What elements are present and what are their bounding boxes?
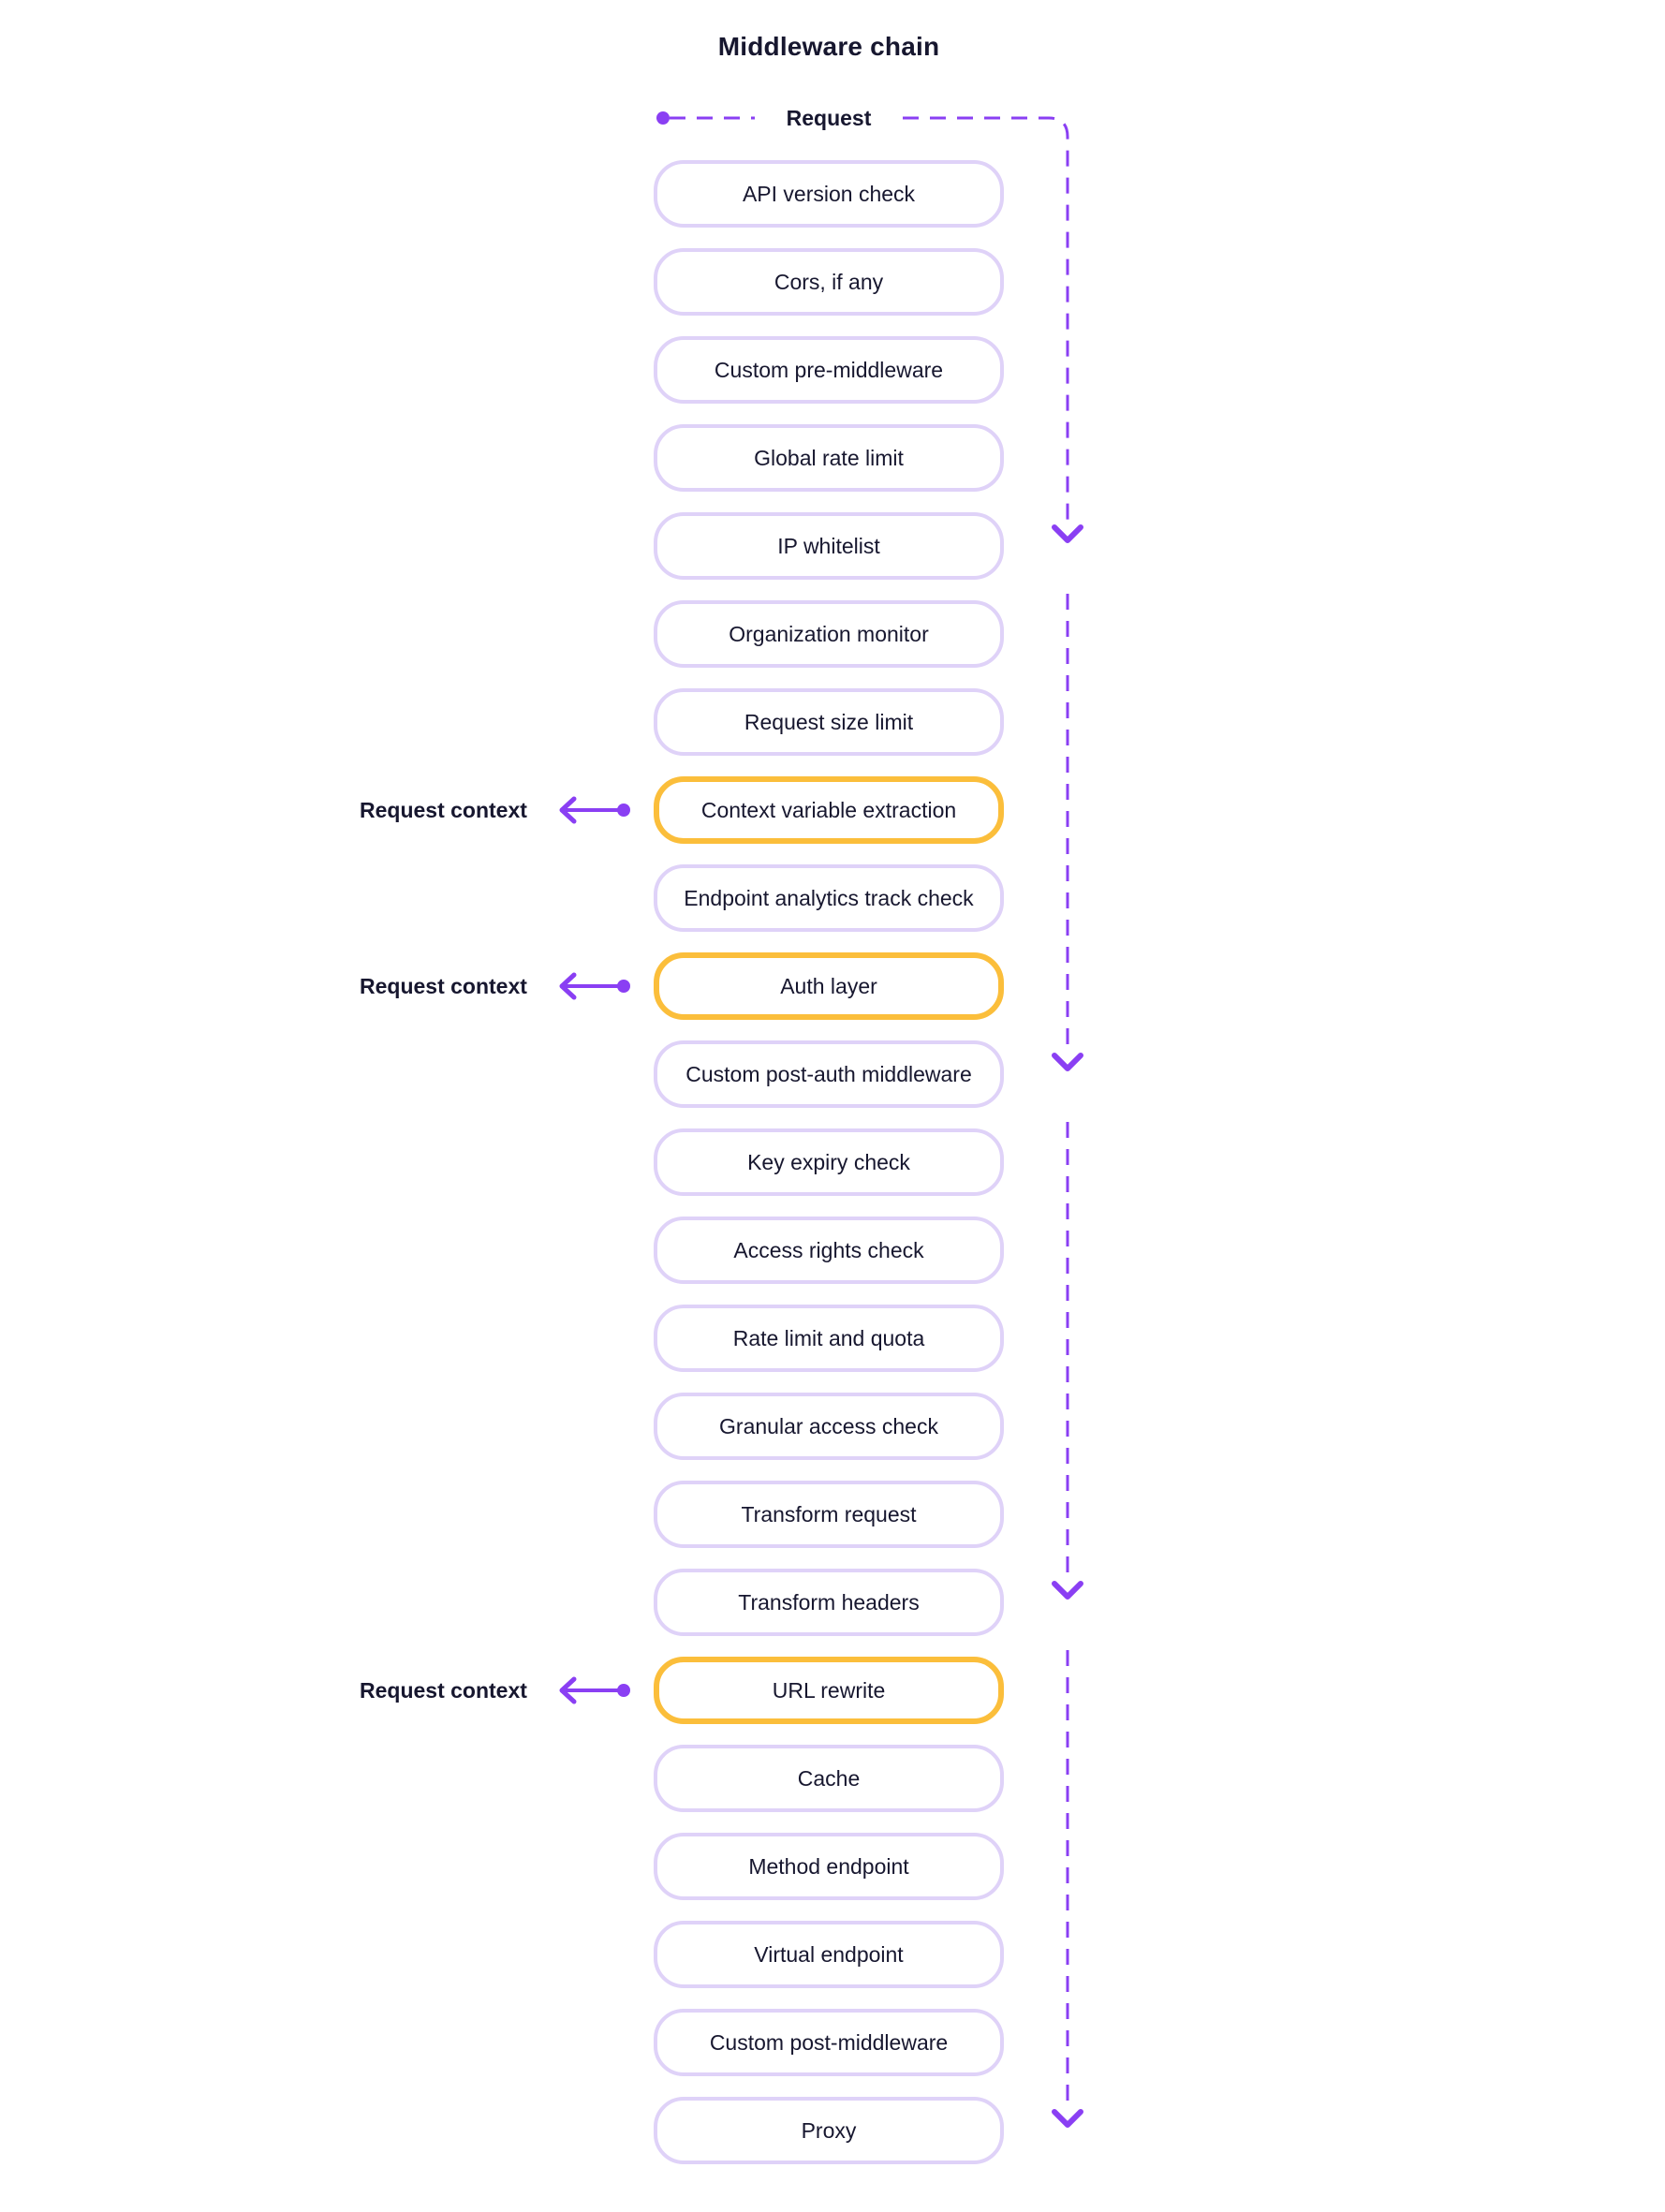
middleware-box: Custom pre-middleware <box>654 336 1004 404</box>
request-dashed-line-right <box>903 116 1069 525</box>
middleware-box: Transform request <box>654 1481 1004 1548</box>
request-context-label: Request context <box>360 1678 527 1703</box>
middleware-box: Virtual endpoint <box>654 1921 1004 1988</box>
middleware-box: Cache <box>654 1745 1004 1812</box>
middleware-box: IP whitelist <box>654 512 1004 580</box>
middleware-box: Key expiry check <box>654 1128 1004 1196</box>
context-arrow-dot <box>617 980 630 993</box>
flow-arrowhead-icon <box>1052 524 1083 543</box>
middleware-box: Granular access check <box>654 1393 1004 1460</box>
context-arrow-dot <box>617 1684 630 1697</box>
middleware-box: Organization monitor <box>654 600 1004 668</box>
flow-arrowhead-icon <box>1052 1581 1083 1600</box>
middleware-box-highlighted: Auth layer <box>654 952 1004 1020</box>
middleware-box: Rate limit and quota <box>654 1305 1004 1372</box>
middleware-box: Request size limit <box>654 688 1004 756</box>
middleware-box: Endpoint analytics track check <box>654 864 1004 932</box>
middleware-box: Cors, if any <box>654 248 1004 316</box>
middleware-box: Custom post-auth middleware <box>654 1040 1004 1108</box>
middleware-box-highlighted: URL rewrite <box>654 1657 1004 1724</box>
context-arrow-dot <box>617 804 630 817</box>
context-arrowhead-icon <box>559 972 577 1000</box>
context-arrowhead-icon <box>559 1676 577 1704</box>
diagram-title: Middleware chain <box>717 32 940 61</box>
middleware-box-highlighted: Context variable extraction <box>654 776 1004 844</box>
request-line-start-dot <box>656 111 670 125</box>
middleware-box: Custom post-middleware <box>654 2009 1004 2076</box>
flow-arrowhead-icon <box>1052 2109 1083 2128</box>
middleware-box: Method endpoint <box>654 1833 1004 1900</box>
middleware-box: Global rate limit <box>654 424 1004 492</box>
middleware-box: Proxy <box>654 2097 1004 2164</box>
request-context-label: Request context <box>360 798 527 822</box>
context-arrowhead-icon <box>559 796 577 824</box>
middleware-box: API version check <box>654 160 1004 228</box>
request-context-label: Request context <box>360 974 527 998</box>
middleware-box: Access rights check <box>654 1217 1004 1284</box>
request-label: Request <box>786 106 872 130</box>
flow-arrowhead-icon <box>1052 1053 1083 1071</box>
middleware-box: Transform headers <box>654 1569 1004 1636</box>
